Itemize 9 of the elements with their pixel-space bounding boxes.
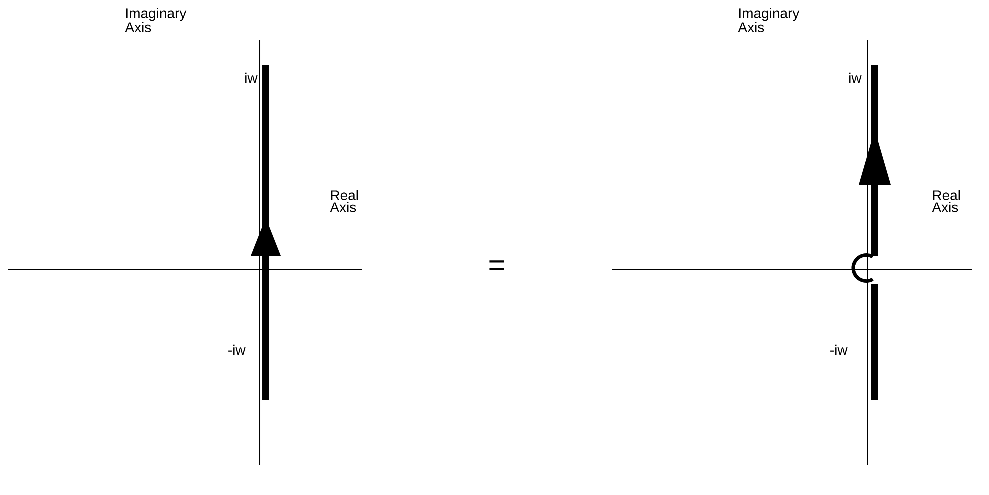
axis-label: Imaginary Axis bbox=[125, 8, 187, 33]
axis-label: Real Axis bbox=[330, 190, 358, 212]
point-label: -iw bbox=[830, 344, 848, 356]
equals-sign: = bbox=[490, 260, 504, 270]
point-label: iw bbox=[246, 72, 258, 84]
axis-label: Imaginary Axis bbox=[738, 8, 800, 33]
axis-label: Real Axis bbox=[932, 190, 960, 212]
point-label: -iw bbox=[228, 344, 246, 356]
point-label: iw bbox=[850, 72, 862, 84]
